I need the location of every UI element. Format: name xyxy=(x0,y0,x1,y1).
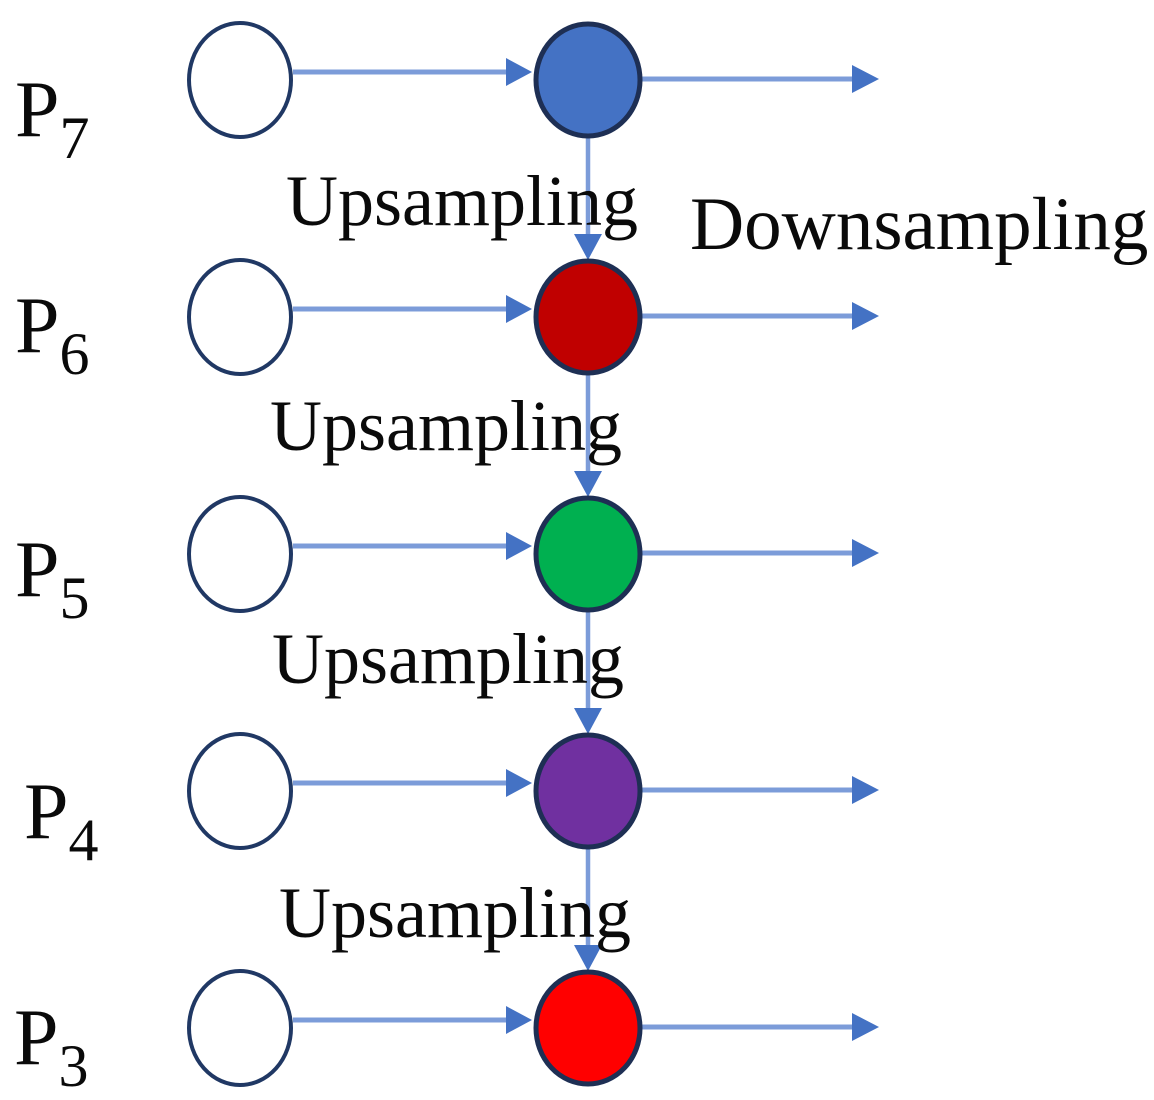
upsampling-edge-p7-p6 xyxy=(574,134,602,260)
p5-label-subscript: 5 xyxy=(60,565,90,631)
p7-label: P7 xyxy=(15,66,90,171)
p7-label-letter: P xyxy=(15,66,60,154)
p5-input-node xyxy=(187,495,293,613)
downsampling-label: Downsampling xyxy=(690,183,1148,266)
p7-input-node xyxy=(187,21,293,139)
row-p4 xyxy=(187,732,879,850)
arrowhead-down-icon xyxy=(574,945,602,971)
arrowhead-down-icon xyxy=(574,708,602,734)
arrowhead-right-icon xyxy=(852,539,879,567)
p4-label-letter: P xyxy=(24,768,69,856)
arrowhead-down-icon xyxy=(574,234,602,260)
p6-label-subscript: 6 xyxy=(60,321,90,387)
arrowhead-right-icon xyxy=(852,1013,879,1041)
p5-label-letter: P xyxy=(15,526,60,614)
arrowhead-right-icon xyxy=(852,776,879,804)
p3-label-letter: P xyxy=(14,994,59,1082)
upsampling-label-3: Upsampling xyxy=(272,619,624,699)
p4-input-node xyxy=(187,732,293,850)
upsampling-edge-p4-p3 xyxy=(574,845,602,971)
p3-input-node xyxy=(187,969,293,1087)
arrowhead-right-icon xyxy=(506,295,532,323)
arrowhead-right-icon xyxy=(506,58,532,86)
row-p6 xyxy=(187,258,879,376)
row-p7 xyxy=(187,21,879,139)
upsampling-label-1: Upsampling xyxy=(286,161,638,241)
arrowhead-right-icon xyxy=(506,532,532,560)
p6-label: P6 xyxy=(15,282,90,387)
p5-label: P5 xyxy=(15,526,90,631)
p3-feature-node xyxy=(533,969,643,1087)
p4-feature-node xyxy=(533,732,643,850)
upsampling-label-2: Upsampling xyxy=(270,386,622,466)
upsampling-label-4: Upsampling xyxy=(279,873,631,953)
p6-input-node xyxy=(187,258,293,376)
arrowhead-right-icon xyxy=(852,302,879,330)
p4-label: P4 xyxy=(24,768,99,873)
p6-feature-node xyxy=(533,258,643,376)
arrowhead-right-icon xyxy=(852,65,879,93)
p3-label: P3 xyxy=(14,994,89,1099)
p7-label-subscript: 7 xyxy=(60,105,90,171)
p7-feature-node xyxy=(533,21,643,139)
p4-label-subscript: 4 xyxy=(69,807,99,873)
row-p3 xyxy=(187,969,879,1087)
p6-label-letter: P xyxy=(15,282,60,370)
arrowhead-right-icon xyxy=(506,1006,532,1034)
p5-feature-node xyxy=(533,495,643,613)
upsampling-edge-p6-p5 xyxy=(574,371,602,497)
row-p5 xyxy=(187,495,879,613)
p3-label-subscript: 3 xyxy=(59,1033,89,1099)
arrowhead-right-icon xyxy=(506,769,532,797)
upsampling-edge-p5-p4 xyxy=(574,608,602,734)
arrowhead-down-icon xyxy=(574,471,602,497)
